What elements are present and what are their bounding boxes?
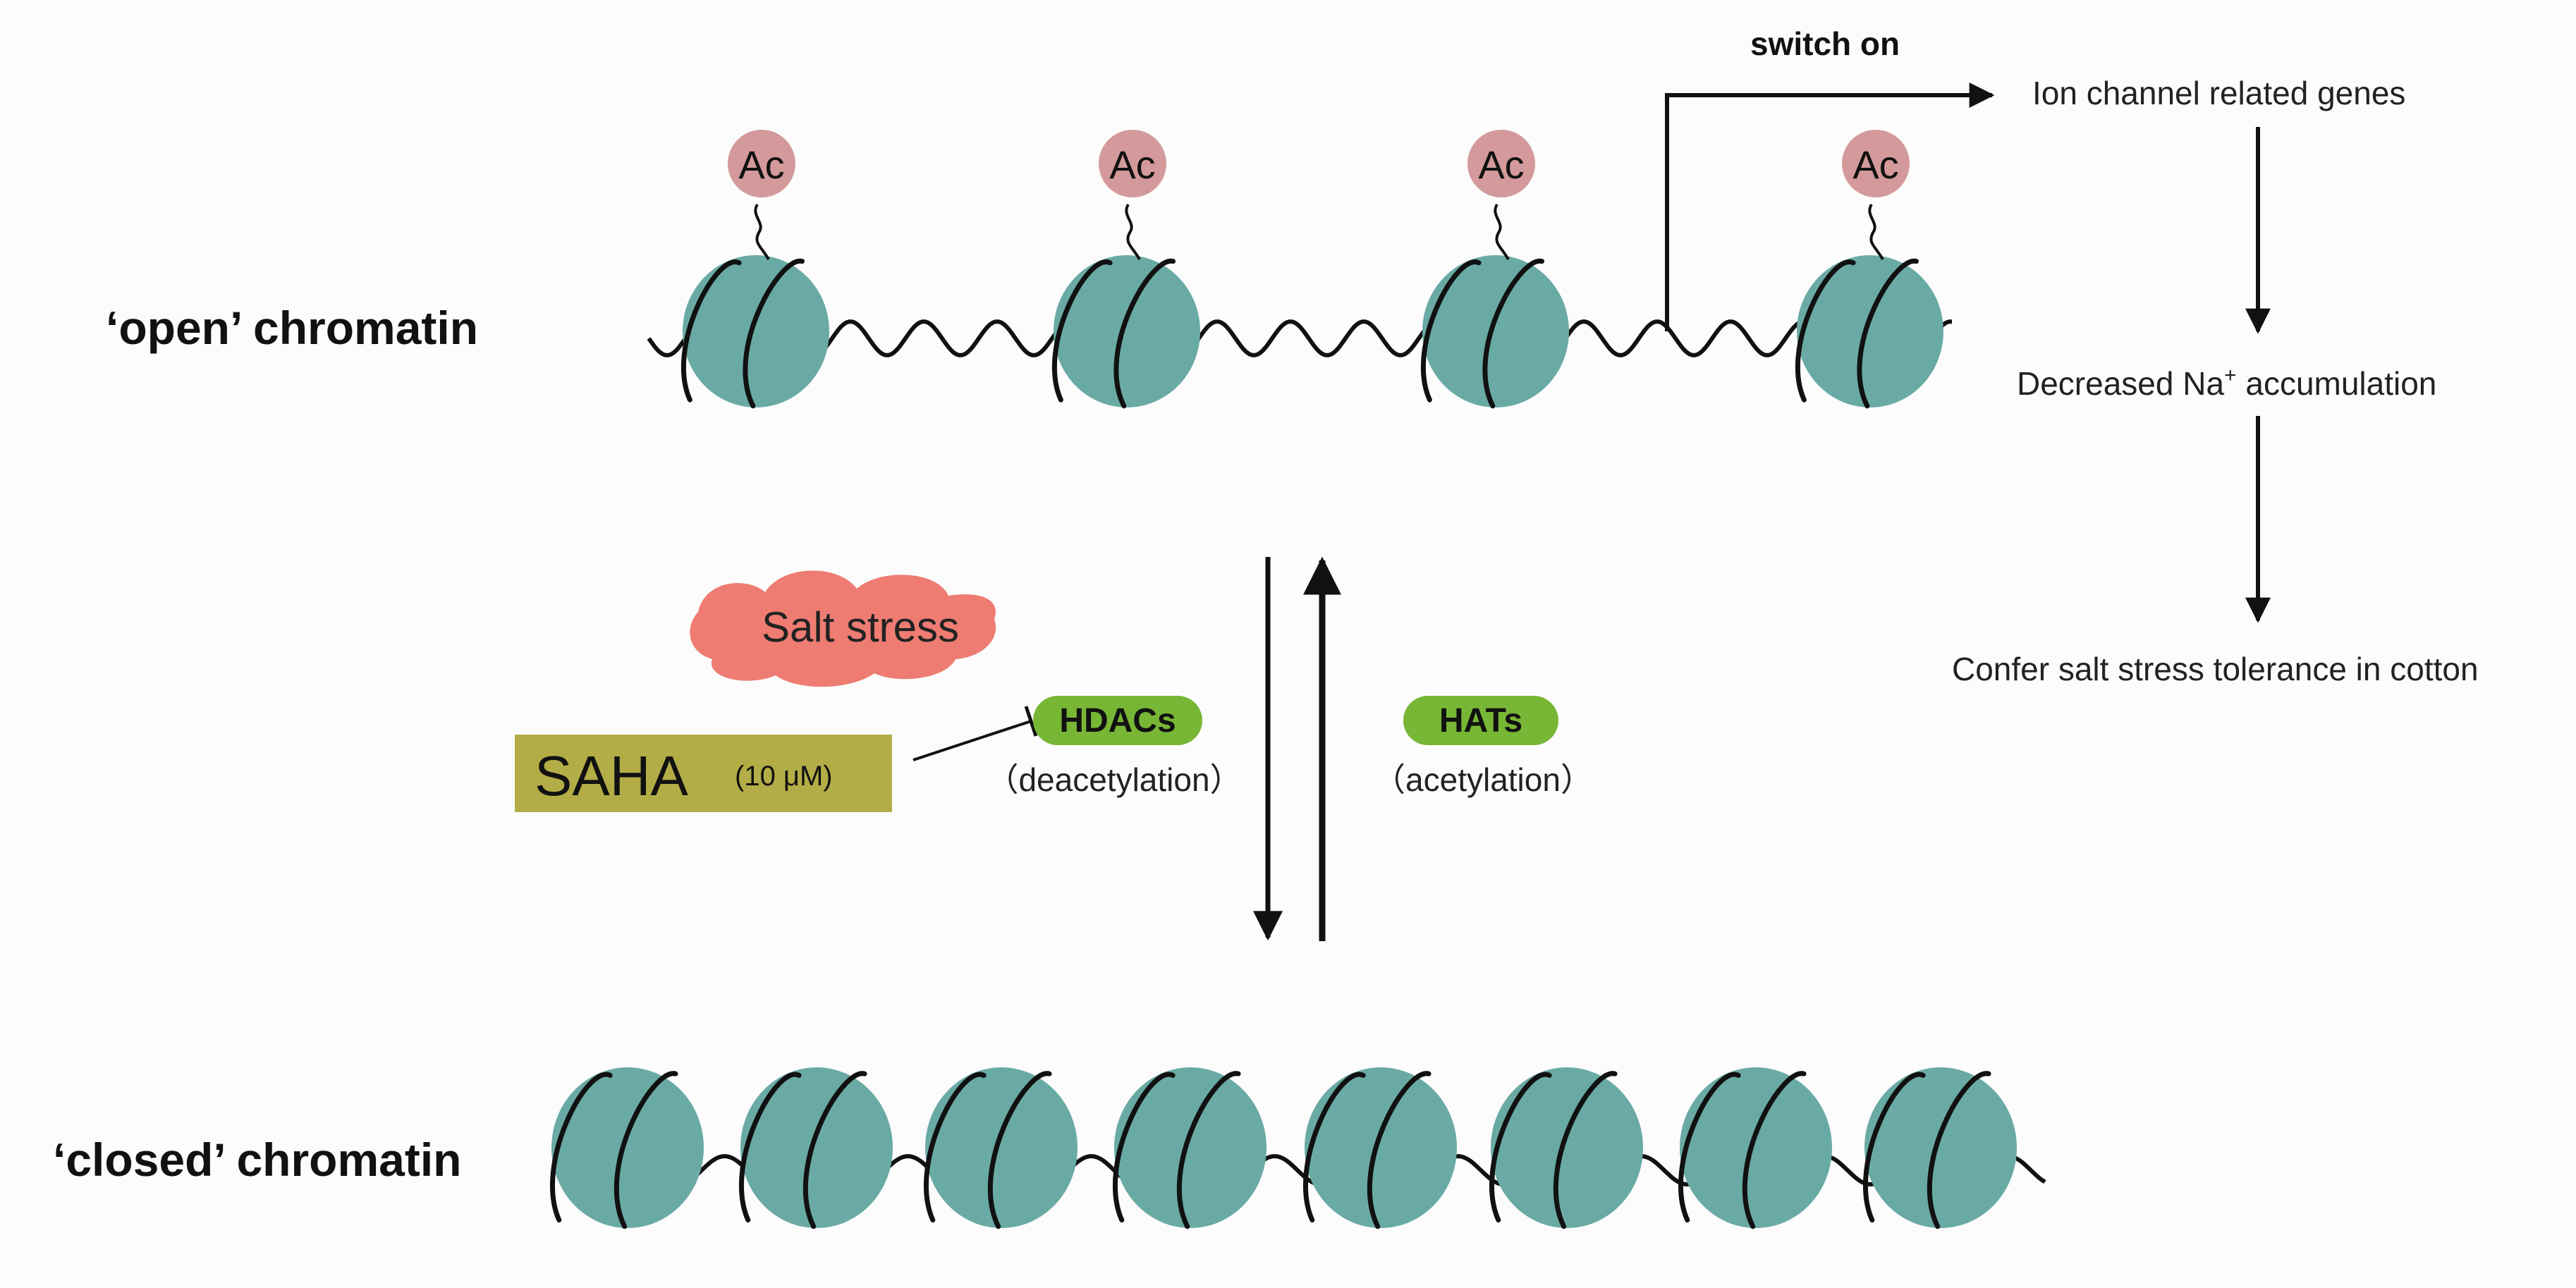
saha-inhibition-line xyxy=(912,720,1032,761)
salt-stress-label: Salt stress xyxy=(762,603,959,651)
ion-channel-genes-label: Ion channel related genes xyxy=(2032,75,2405,111)
decreased-na-label: Decreased Na+ accumulation xyxy=(2017,364,2436,402)
open-nucleosome-3: Ac xyxy=(1420,130,1569,409)
open-chromatin-dna-strand xyxy=(647,319,1952,357)
hdacs-label: HDACs xyxy=(1059,702,1176,740)
closed-nucleosome-2 xyxy=(738,1067,893,1229)
deacetylation-label: （deacetylation） xyxy=(986,761,1242,798)
closed-nucleosome-6 xyxy=(1489,1067,1643,1229)
acetylation-label: （acetylation） xyxy=(1373,761,1593,798)
salt-stress-cloud xyxy=(690,570,996,687)
hats-label: HATs xyxy=(1439,702,1522,740)
switch-on-label: switch on xyxy=(1750,25,1900,62)
open-chromatin-label: ‘open’ chromatin xyxy=(106,302,478,354)
closed-chromatin-label: ‘closed’ chromatin xyxy=(53,1134,462,1186)
acetyl-tag-label: Ac xyxy=(1109,142,1155,187)
saha-box xyxy=(515,735,892,812)
closed-nucleosome-8 xyxy=(1862,1067,2017,1229)
switch-on-arrow xyxy=(1665,82,1995,331)
saha-label: SAHA xyxy=(535,744,688,807)
hats-pill xyxy=(1403,696,1558,745)
acetyl-tag-label: Ac xyxy=(738,142,784,187)
confer-tolerance-label: Confer salt stress tolerance in cotton xyxy=(1952,651,2479,687)
open-nucleosome-4: Ac xyxy=(1795,130,1943,409)
open-nucleosome-2: Ac xyxy=(1051,130,1200,409)
hdacs-pill xyxy=(1033,696,1202,745)
open-nucleosome-1: Ac xyxy=(680,130,829,409)
saha-concentration: (10 μM) xyxy=(735,761,833,792)
closed-nucleosome-5 xyxy=(1302,1067,1457,1229)
acetyl-tag-label: Ac xyxy=(1478,142,1524,187)
closed-nucleosome-7 xyxy=(1678,1067,1832,1229)
closed-nucleosome-1 xyxy=(549,1067,704,1229)
closed-nucleosome-3 xyxy=(923,1067,1078,1229)
acetyl-tag-label: Ac xyxy=(1852,142,1898,187)
inhibition-bar xyxy=(1024,706,1038,737)
closed-nucleosome-4 xyxy=(1112,1067,1266,1229)
